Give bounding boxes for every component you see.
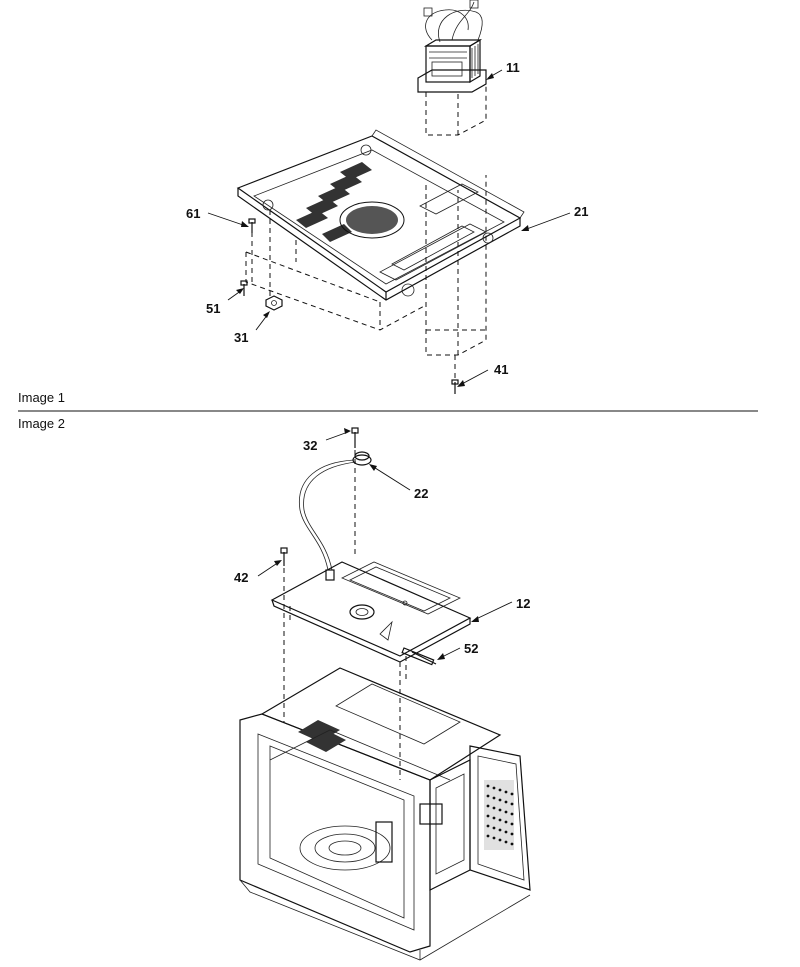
base-plate <box>236 129 525 301</box>
cavity-chassis <box>239 667 531 961</box>
alignment-lines-fig2 <box>283 450 407 780</box>
plate-projection <box>245 210 427 331</box>
figure-1: 11 21 31 41 51 61 Image 1 <box>18 0 588 405</box>
transformer-projection <box>425 84 487 385</box>
fasteners-fig1 <box>240 218 459 394</box>
callout-12: 12 <box>516 596 530 611</box>
callout-31: 31 <box>234 330 248 345</box>
vent-slots <box>296 162 405 242</box>
callout-61: 61 <box>186 206 200 221</box>
side-vent-holes <box>484 780 514 850</box>
callout-21: 21 <box>574 204 588 219</box>
top-plate <box>270 561 472 666</box>
figure-1-caption: Image 1 <box>18 390 65 405</box>
callout-52: 52 <box>464 641 478 656</box>
transformer-wires <box>423 0 483 43</box>
callout-11: 11 <box>506 60 520 75</box>
figure-2: Image 2 <box>18 416 531 961</box>
thermal-fuse <box>298 427 372 581</box>
callout-32: 32 <box>303 438 317 453</box>
leaders-fig2 <box>257 428 513 660</box>
callout-42: 42 <box>234 570 248 585</box>
callout-22: 22 <box>414 486 428 501</box>
screw-42 <box>280 547 288 566</box>
callout-41: 41 <box>494 362 508 377</box>
leaders-fig1 <box>207 69 571 387</box>
transformer <box>417 38 487 93</box>
figure-2-caption: Image 2 <box>18 416 65 431</box>
callout-51: 51 <box>206 301 220 316</box>
